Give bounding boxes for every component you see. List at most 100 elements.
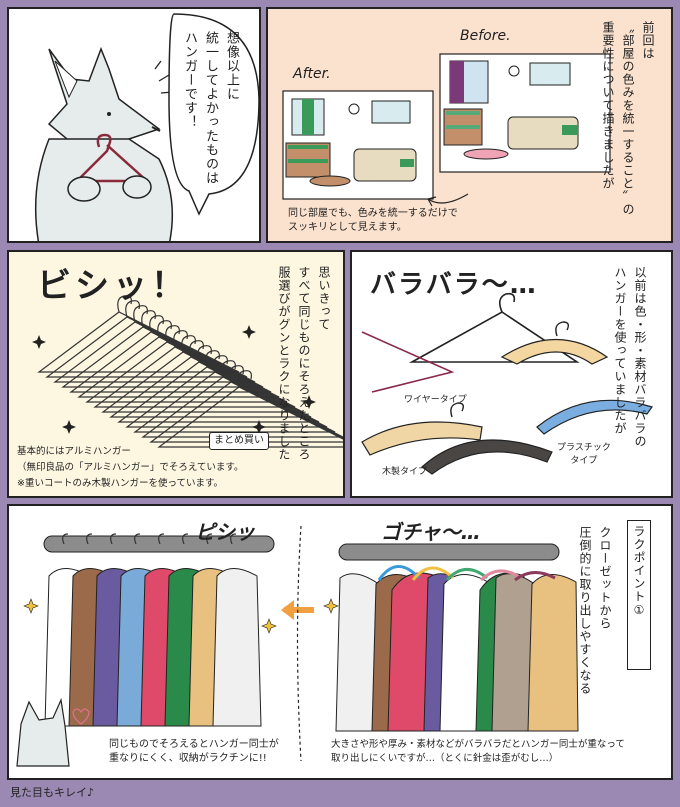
narration-matching: 思いきって すべて同じものにそろえたところ 服選びがグンとラクになりました: [274, 266, 334, 466]
mixed-hanger: [514, 571, 556, 582]
narration-line-1: 前回は: [641, 21, 655, 60]
hanger-frame: [125, 366, 328, 428]
hanger-hook: [221, 360, 236, 378]
hanger-hook: [189, 340, 204, 358]
label-wire-type: ワイヤータイプ: [404, 395, 467, 405]
hanger-hook: [62, 533, 69, 545]
sparkle-icon: [23, 598, 39, 614]
panel-fox-intro: 想像以上に 統一してよかったものは ハンガーです！: [7, 7, 261, 243]
panel-matching-hangers: ビシッ！ 思いきって すべて同じものにそろえたところ 服選びがグンとラクになりま…: [7, 250, 345, 498]
hanger-hook: [173, 330, 188, 348]
hanger-frame: [93, 346, 296, 408]
caption-left: 同じものでそろえるとハンガー同士が 重なりにくく、収納がラクチンに!!: [109, 738, 279, 766]
label-plastic-type: プラスチック タイプ: [557, 443, 611, 466]
hanger-hook: [237, 370, 252, 388]
hanger-hook: [110, 533, 117, 545]
sparkle-icon: [242, 325, 256, 339]
narration-before-after: 前回は 〝部屋の色みを統一すること〟の 重要性について描きましたが: [598, 21, 658, 231]
hanger-hook: [125, 300, 140, 318]
hanger-frame: [117, 361, 320, 423]
hanger-hook: [149, 315, 164, 333]
hanger-hook: [165, 325, 180, 343]
narration-line-1: 以前は色・形・素材バラバラの: [633, 266, 647, 448]
sparkle-icon: [252, 420, 266, 434]
speech-line-1: 想像以上に: [224, 31, 239, 101]
aluminum-hangers-stack-illustration: [32, 295, 343, 448]
hanger-hook: [158, 533, 165, 545]
hanger-frame: [53, 321, 256, 383]
closet-comparison-illustration: [16, 525, 579, 767]
speech-bubble-text: 想像以上に 統一してよかったものは ハンガーです！: [179, 31, 242, 191]
hanger-hook: [141, 310, 156, 328]
caption-right: 大きさや形や厚み・素材などがバラバラだとハンガー同士が重なって 取り出しにくいで…: [331, 738, 625, 766]
label-wood-type: 木製タイプ: [382, 467, 428, 477]
hanger-frame: [101, 351, 304, 413]
sfx-bishi: ビシッ！: [37, 266, 189, 306]
sparkle-icon: [62, 420, 76, 434]
hanger-hook: [182, 533, 189, 545]
fox-holding-hanger-illustration: [34, 13, 259, 241]
sfx-pishi: ピシッ: [195, 520, 255, 544]
mixed-hanger: [445, 568, 488, 582]
narration-line-1: クローゼットから: [598, 526, 612, 630]
hanger-hook: [205, 350, 220, 368]
closet-rail-right: [338, 543, 560, 561]
hanger-frame: [45, 316, 248, 378]
after-label: After.: [293, 66, 331, 82]
hanger-frame: [69, 331, 272, 393]
panel-before-after: Before. After. 前回は 〝部屋の色みを統一すること〟の 重要性につ…: [266, 7, 673, 243]
speech-line-2: 統一してよかったものは: [203, 31, 218, 185]
narration-closet: クローゼットから 圧倒的に取り出しやすくなる: [575, 526, 615, 726]
hanger-hook: [133, 305, 148, 323]
caption-right-line-1: 大きさや形や厚み・素材などがバラバラだとハンガー同士が重なって: [331, 739, 625, 750]
note-line-1: 基本的にはアルミハンガー: [17, 446, 131, 457]
hanger-hook: [197, 345, 212, 363]
panel-mixed-hangers: バラバラ〜… 以前は色・形・素材バラバラの ハンガーを使っていましたが ワイヤー…: [350, 250, 673, 498]
hanger-hook: [206, 533, 213, 545]
mixed-hanger: [411, 566, 455, 581]
hanger-hook: [157, 320, 172, 338]
bulk-buy-tag: まとめ買い: [209, 432, 269, 450]
caption-left-line-1: 同じものでそろえるとハンガー同士が: [109, 739, 279, 750]
room-comparison-illustration: [282, 53, 611, 207]
room-caption-line-2: スッキリとして見えます。: [288, 222, 407, 233]
sparkle-icon: [32, 335, 46, 349]
after-room: [282, 90, 434, 200]
mixed-hangers-illustration: [361, 292, 653, 475]
hanger-hook: [134, 533, 141, 545]
narration-line-1: 思いきって: [317, 266, 331, 331]
narration-line-3: 服選びがグンとラクになりました: [277, 266, 291, 461]
sparkle-icon: [323, 598, 339, 614]
room-caption-line-1: 同じ部屋でも、色みを統一するだけで: [288, 208, 458, 219]
caption-left-line-2: 重なりにくく、収納がラクチンに!!: [109, 753, 267, 764]
hanger-hook: [213, 355, 228, 373]
hanger-frame: [61, 326, 264, 388]
sfx-gocha: ゴチャ〜…: [381, 520, 481, 544]
narration-mixed: 以前は色・形・素材バラバラの ハンガーを使っていましたが: [610, 266, 650, 486]
hanger-hook: [86, 533, 93, 545]
caption-right-line-2: 取り出しにくいですが…（とくに針金は歪がむし…）: [331, 753, 559, 764]
shirt: [212, 568, 262, 727]
hanger-notes: 基本的にはアルミハンガー （無印良品の「アルミハンガー」でそろえています。 ※重…: [17, 444, 243, 492]
mixed-hanger: [377, 565, 421, 581]
heart-icon: [72, 708, 90, 725]
panel-closet-comparison: ピシッ ゴチャ〜… ラクポイント① クローゼットから 圧倒的に取り出しやすくなる…: [7, 504, 673, 780]
hanger-frame: [85, 341, 288, 403]
note-line-3: ※重いコートのみ木製ハンガーを使っています。: [17, 478, 224, 489]
hanger-hook: [230, 533, 237, 545]
narration-line-2: 〝部屋の色みを統一すること〟の: [621, 21, 635, 216]
panel-divider: [296, 525, 302, 762]
before-room: [439, 53, 611, 173]
mixed-hanger: [479, 569, 522, 582]
sparkle-icon: [261, 618, 277, 634]
note-line-2: （無印良品の「アルミハンガー」でそろえています。: [17, 462, 244, 473]
narration-line-2: すべて同じものにそろえたところ: [297, 266, 311, 461]
hanger-frame: [37, 311, 240, 373]
hanger-hook: [117, 295, 132, 313]
footer-text: 見た目もキレイ♪: [10, 786, 95, 799]
sparkle-icon: [302, 395, 316, 409]
room-caption: 同じ部屋でも、色みを統一するだけで スッキリとして見えます。: [288, 207, 458, 235]
shirt: [527, 574, 579, 732]
small-fox-illustration: [16, 697, 70, 767]
narration-line-2: ハンガーを使っていましたが: [613, 266, 627, 435]
